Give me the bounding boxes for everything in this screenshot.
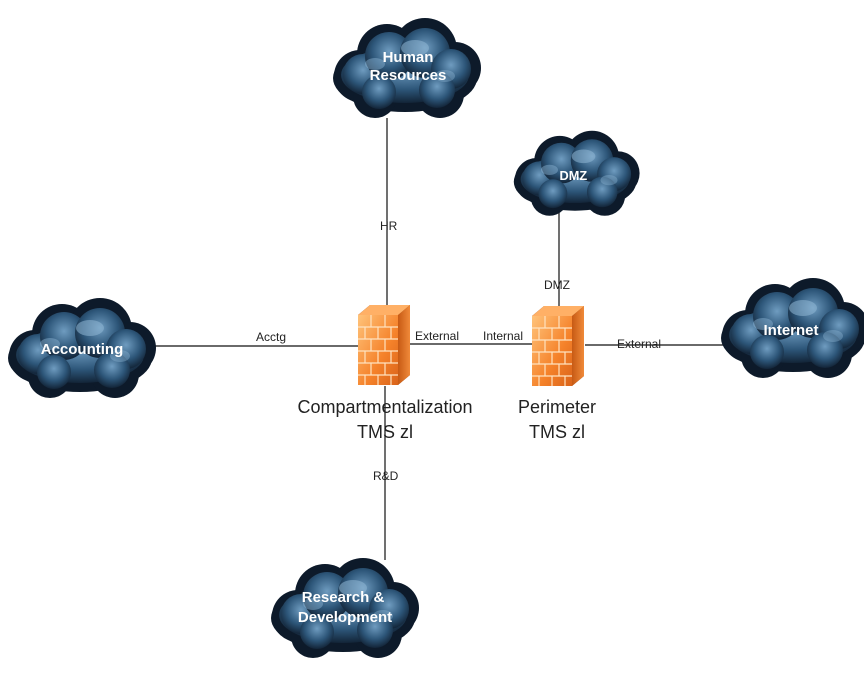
cloud-label-line2: Development (298, 609, 392, 626)
cloud-accounting[interactable]: Accounting (8, 298, 156, 398)
firewall-compartmentalization-label-line2: TMS zl (357, 422, 413, 442)
cloud-icon (271, 558, 419, 658)
cloud-research-development[interactable]: Research & Development (271, 558, 419, 658)
firewall-icon (531, 305, 585, 387)
cloud-dmz[interactable]: DMZ (513, 130, 640, 216)
link-label-perimeter-external: External (617, 337, 661, 351)
cloud-internet[interactable]: Internet (721, 278, 864, 378)
link-label-perimeter-internal: Internal (483, 329, 523, 343)
link-label-compartment-external: External (415, 329, 459, 343)
cloud-label-line1: Accounting (41, 341, 124, 358)
cloud-label-line2: Resources (370, 67, 447, 84)
cloud-label-line1: Internet (763, 322, 818, 339)
cloud-label-line1: Research & (302, 589, 385, 606)
firewall-perimeter[interactable] (531, 305, 585, 387)
firewall-perimeter-label-line2: TMS zl (529, 422, 585, 442)
link-label-rd: R&D (373, 469, 399, 483)
firewall-compartmentalization[interactable] (357, 304, 411, 386)
link-label-dmz: DMZ (544, 278, 570, 292)
firewall-perimeter-label-line1: Perimeter (518, 397, 596, 417)
link-label-hr: HR (380, 219, 398, 233)
cloud-label-line1: DMZ (559, 168, 587, 183)
cloud-human-resources[interactable]: Human Resources (333, 18, 481, 118)
firewall-compartmentalization-label-line1: Compartmentalization (297, 397, 472, 417)
link-label-acctg: Acctg (256, 330, 286, 344)
cloud-label-line1: Human (383, 49, 434, 66)
firewall-icon (357, 304, 411, 386)
